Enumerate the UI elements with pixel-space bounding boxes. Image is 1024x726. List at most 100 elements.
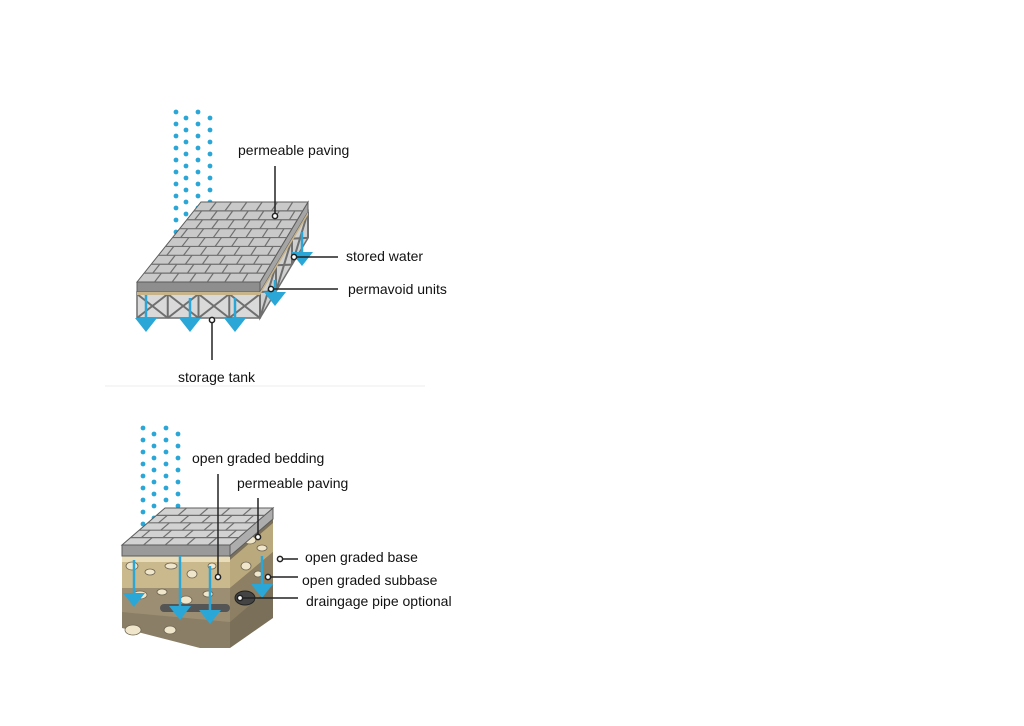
- rain-drop: [140, 461, 146, 467]
- paver-joint: [212, 228, 221, 238]
- rain-drop: [183, 163, 189, 169]
- rain-drop: [140, 509, 146, 515]
- paver-joint: [227, 529, 237, 539]
- water-arrow-head: [179, 318, 201, 332]
- label-open-graded-bedding: open graded bedding: [192, 450, 324, 466]
- paver-joint: [164, 537, 175, 545]
- water-arrow-head: [199, 610, 221, 624]
- water-arrows-top: [135, 232, 313, 332]
- paver-joint: [288, 210, 296, 221]
- rain-drop: [140, 521, 146, 527]
- rain-drop: [175, 467, 181, 473]
- paver-joint: [203, 522, 213, 531]
- stone: [124, 624, 142, 636]
- rain-drop: [207, 127, 213, 133]
- leader-dot-open-graded-bedding: [214, 573, 222, 581]
- leader-dot-permeable-paving: [271, 212, 279, 220]
- rain-drop: [140, 449, 146, 455]
- paver-joint: [243, 219, 251, 230]
- paver-joint: [167, 254, 176, 265]
- leader-dot-permavoid-units: [267, 285, 275, 293]
- frame-strut: [197, 293, 230, 319]
- paver-joint: [214, 237, 222, 247]
- rain-drop: [183, 139, 189, 145]
- rain-drop: [173, 193, 179, 199]
- paver-joint: [240, 202, 248, 212]
- paver-joint: [242, 508, 252, 516]
- paver-joint: [143, 537, 153, 545]
- base-right: [230, 523, 273, 588]
- paver-joint: [257, 210, 265, 221]
- paver-joint: [169, 263, 178, 274]
- rainfall-dots-top: [173, 109, 213, 235]
- rain-drop: [173, 109, 179, 115]
- paver-joint: [220, 508, 231, 516]
- paver-joint: [179, 514, 190, 524]
- rain-drop: [195, 157, 201, 163]
- slab-bottom-front: [121, 544, 231, 557]
- rain-drop: [151, 443, 157, 449]
- paver-joint: [152, 263, 161, 274]
- frame-strut: [136, 293, 169, 319]
- paver-joint: [227, 219, 235, 230]
- leader-dot-stored-water: [290, 253, 298, 261]
- rain-drop: [151, 467, 157, 473]
- rain-drop: [175, 479, 181, 485]
- frame-strut: [259, 265, 277, 319]
- paver-joint: [158, 514, 168, 524]
- stone: [163, 625, 177, 635]
- rain-drop: [183, 127, 189, 133]
- bedding-front: [122, 555, 230, 562]
- paver-joint: [250, 246, 258, 256]
- paver-joint: [199, 246, 208, 256]
- rain-drop: [173, 205, 179, 211]
- paver-joint: [256, 263, 263, 274]
- paver-joint: [195, 219, 204, 230]
- stone: [125, 561, 139, 571]
- rain-drop: [207, 187, 213, 193]
- paver-joint: [286, 202, 294, 212]
- rain-drop: [140, 473, 146, 479]
- paver-joint: [236, 255, 243, 265]
- rain-drop: [163, 437, 169, 443]
- paver-joint: [162, 529, 172, 539]
- rain-drop: [183, 175, 189, 181]
- rain-drop: [140, 437, 146, 443]
- paver-joint: [171, 272, 180, 282]
- rain-drop: [163, 485, 169, 491]
- paver-joint: [211, 219, 219, 230]
- frame-strut: [275, 238, 293, 292]
- paver-joint: [223, 514, 233, 524]
- rain-drop: [195, 169, 201, 175]
- paver-joint: [229, 228, 237, 238]
- paver-slab-bottom: [120, 506, 275, 558]
- rain-drop: [163, 449, 169, 455]
- label-storage-tank: storage tank: [178, 369, 256, 385]
- stone: [256, 544, 268, 552]
- paver-joint: [225, 522, 235, 531]
- rain-drop: [151, 479, 157, 485]
- rain-drop: [195, 193, 201, 199]
- paver-joint: [241, 210, 249, 221]
- paver-joint: [184, 529, 194, 539]
- paver-joint: [233, 246, 241, 256]
- rain-drop: [163, 497, 169, 503]
- stone: [186, 569, 198, 579]
- paver-joint: [221, 263, 229, 274]
- label-permeable-paving-top: permeable paving: [238, 142, 349, 158]
- rain-drop: [151, 503, 157, 509]
- leader-dot-permeable-paving-bottom: [254, 533, 262, 541]
- paver-joint: [225, 210, 234, 221]
- rain-drop: [173, 181, 179, 187]
- paver-joint: [261, 228, 269, 238]
- paver-joint: [182, 522, 192, 531]
- label-stored-water: stored water: [346, 248, 423, 264]
- paver-joint: [205, 529, 216, 539]
- water-arrows-bottom: [123, 556, 273, 624]
- paver-joint: [196, 228, 205, 238]
- water-arrow-head: [135, 318, 157, 332]
- stone: [240, 561, 252, 571]
- rain-drop: [151, 455, 157, 461]
- paver-joint: [183, 246, 191, 256]
